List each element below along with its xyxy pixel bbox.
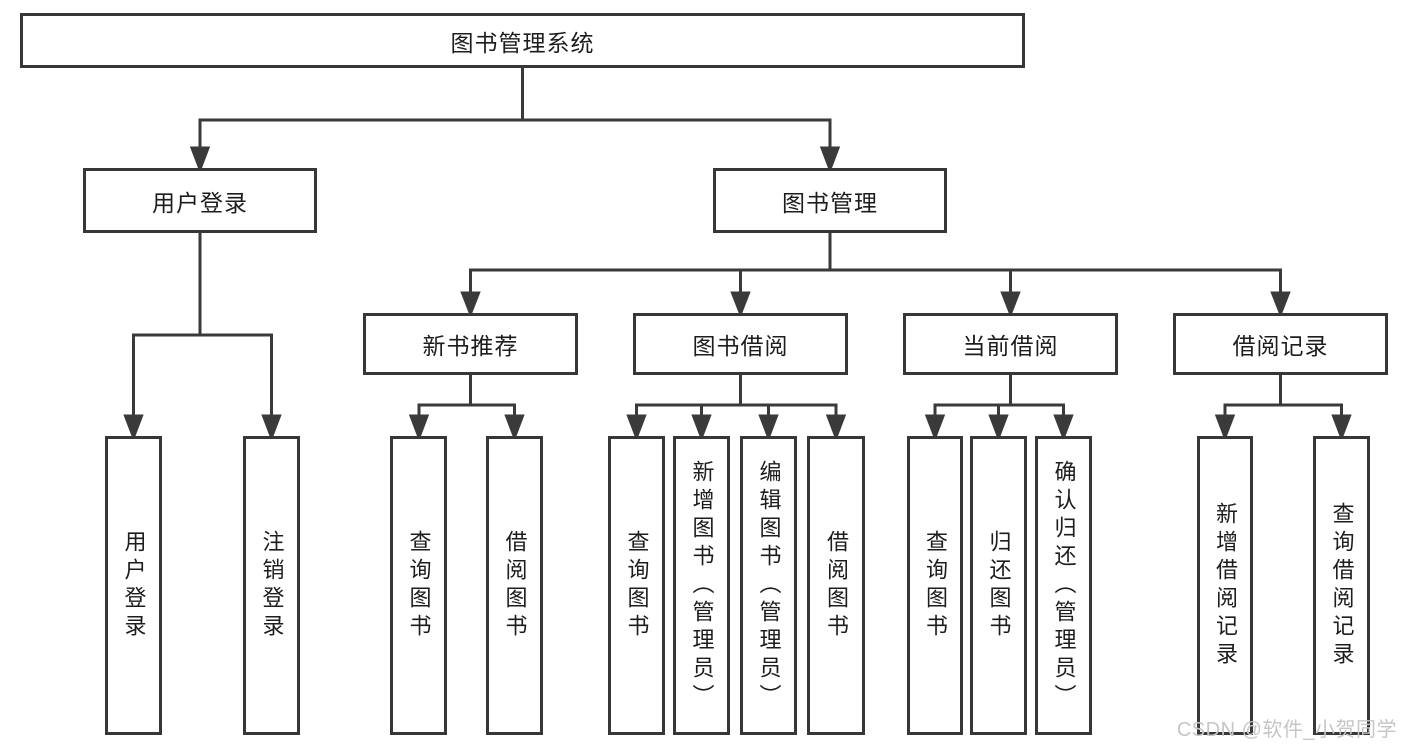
- node-current-borrow-label: 当前借阅: [962, 333, 1059, 359]
- node-leaf-borrow-query-books: 查询图书: [608, 436, 665, 735]
- node-leaf-records-query-record-label: 查询借阅记录: [1329, 501, 1355, 670]
- node-leaf-records-add-record: 新增借阅记录: [1197, 436, 1253, 735]
- node-leaf-borrow-query-books-label: 查询图书: [624, 529, 650, 642]
- node-leaf-current-confirm-return-label: 确认归还（管理员）: [1051, 459, 1077, 712]
- node-leaf-borrow-add-books: 新增图书（管理员）: [673, 436, 730, 735]
- watermark: CSDN @软件_小贺同学: [1176, 719, 1397, 741]
- node-leaf-current-query-books: 查询图书: [907, 436, 963, 735]
- node-borrow-records: 借阅记录: [1173, 313, 1388, 375]
- node-leaf-logout: 注销登录: [243, 436, 300, 735]
- node-new-book-recommend: 新书推荐: [363, 313, 578, 375]
- node-leaf-borrow-borrow-books-label: 借阅图书: [824, 529, 849, 642]
- node-book-borrow: 图书借阅: [633, 313, 848, 375]
- node-book-management: 图书管理: [713, 168, 947, 233]
- node-leaf-current-return-books: 归还图书: [970, 436, 1027, 735]
- node-user-login: 用户登录: [83, 168, 317, 233]
- node-leaf-recommend-borrow-books: 借阅图书: [486, 436, 543, 735]
- node-leaf-borrow-borrow-books: 借阅图书: [807, 436, 865, 735]
- node-user-login-label: 用户登录: [152, 189, 248, 216]
- node-leaf-records-query-record: 查询借阅记录: [1313, 436, 1370, 735]
- node-new-book-recommend-label: 新书推荐: [422, 333, 519, 359]
- node-leaf-user-login-label: 用户登录: [121, 529, 147, 642]
- node-leaf-recommend-borrow-books-label: 借阅图书: [502, 529, 528, 642]
- node-book-borrow-label: 图书借阅: [692, 333, 789, 359]
- node-leaf-current-return-books-label: 归还图书: [986, 529, 1012, 642]
- node-root-label: 图书管理系统: [450, 29, 595, 56]
- node-leaf-current-confirm-return: 确认归还（管理员）: [1035, 436, 1092, 735]
- node-borrow-records-label: 借阅记录: [1232, 333, 1329, 359]
- node-leaf-current-query-books-label: 查询图书: [923, 529, 948, 642]
- node-leaf-logout-label: 注销登录: [259, 529, 285, 642]
- node-current-borrow: 当前借阅: [903, 313, 1118, 375]
- node-root: 图书管理系统: [20, 13, 1025, 68]
- node-book-management-label: 图书管理: [782, 189, 878, 216]
- node-leaf-recommend-query-books-label: 查询图书: [406, 529, 432, 642]
- node-leaf-recommend-query-books: 查询图书: [390, 436, 447, 735]
- node-leaf-records-add-record-label: 新增借阅记录: [1213, 501, 1238, 670]
- node-leaf-user-login: 用户登录: [105, 436, 162, 735]
- node-leaf-borrow-edit-books-label: 编辑图书（管理员）: [756, 459, 782, 712]
- node-leaf-borrow-add-books-label: 新增图书（管理员）: [689, 459, 715, 712]
- node-leaf-borrow-edit-books: 编辑图书（管理员）: [740, 436, 797, 735]
